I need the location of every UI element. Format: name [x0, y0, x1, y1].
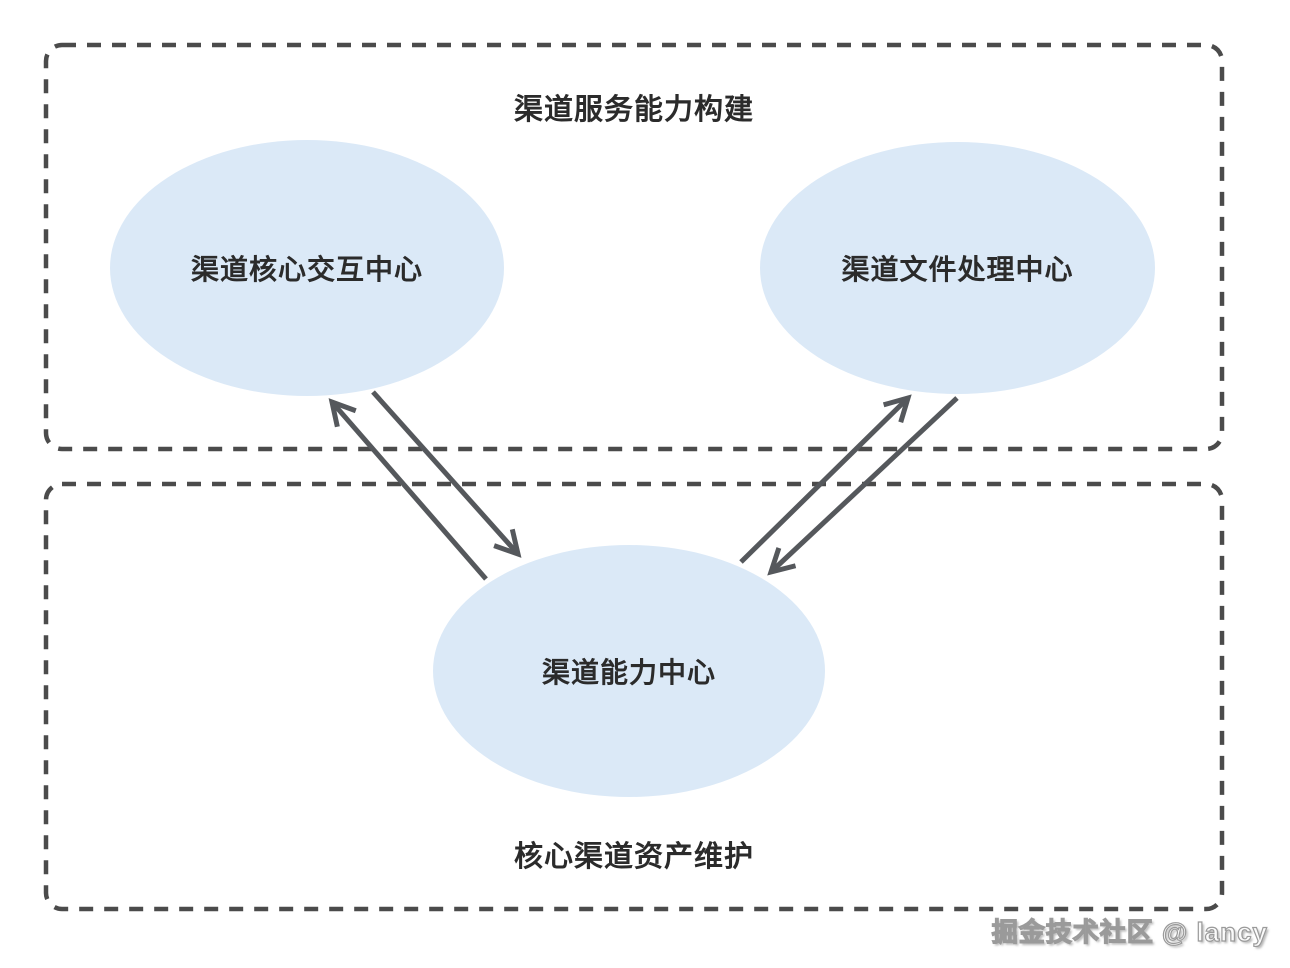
zone-top-box	[43, 42, 1225, 452]
zone-top-title: 渠道服务能力构建	[513, 94, 754, 126]
watermark: 掘金技术社区 @ lancy	[991, 916, 1268, 947]
node-label: 渠道核心交互中心	[190, 254, 423, 285]
node-channel-core-interaction-center: 渠道核心交互中心	[110, 140, 504, 396]
arrow-fileprocessing-to-capability	[767, 396, 959, 576]
arrow-capability-to-interaction	[328, 398, 488, 581]
node-channel-file-processing-center: 渠道文件处理中心	[760, 142, 1155, 394]
zone-bottom-box	[43, 481, 1225, 912]
arrow-capability-to-fileprocessing	[739, 394, 912, 564]
node-label: 渠道文件处理中心	[841, 254, 1074, 285]
node-label: 渠道能力中心	[541, 657, 716, 688]
node-channel-capability-center: 渠道能力中心	[433, 545, 825, 797]
zone-bottom-title: 核心渠道资产维护	[513, 841, 754, 873]
arrow-interaction-to-capability	[371, 390, 522, 558]
